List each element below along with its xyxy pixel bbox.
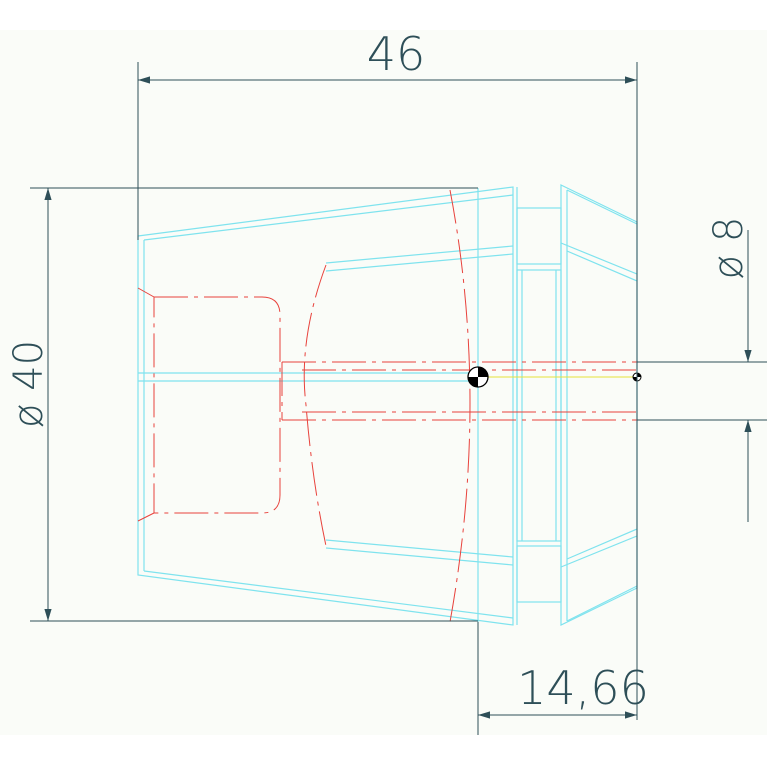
dimension-front-length	[477, 622, 637, 735]
overall-length-label: 46	[367, 27, 426, 81]
origin-marker	[467, 366, 489, 388]
bore-diameter-label: ø 8	[706, 217, 752, 280]
drawing-background	[0, 30, 767, 735]
dimension-overall-length	[137, 62, 638, 720]
outer-diameter-label: ø 40	[6, 340, 52, 428]
hidden-lines	[137, 189, 637, 623]
part-outline	[137, 184, 638, 626]
front-length-label: 14,66	[517, 661, 649, 715]
dimension-outer-diameter	[30, 187, 478, 622]
dimension-bore-diameter	[637, 230, 767, 522]
